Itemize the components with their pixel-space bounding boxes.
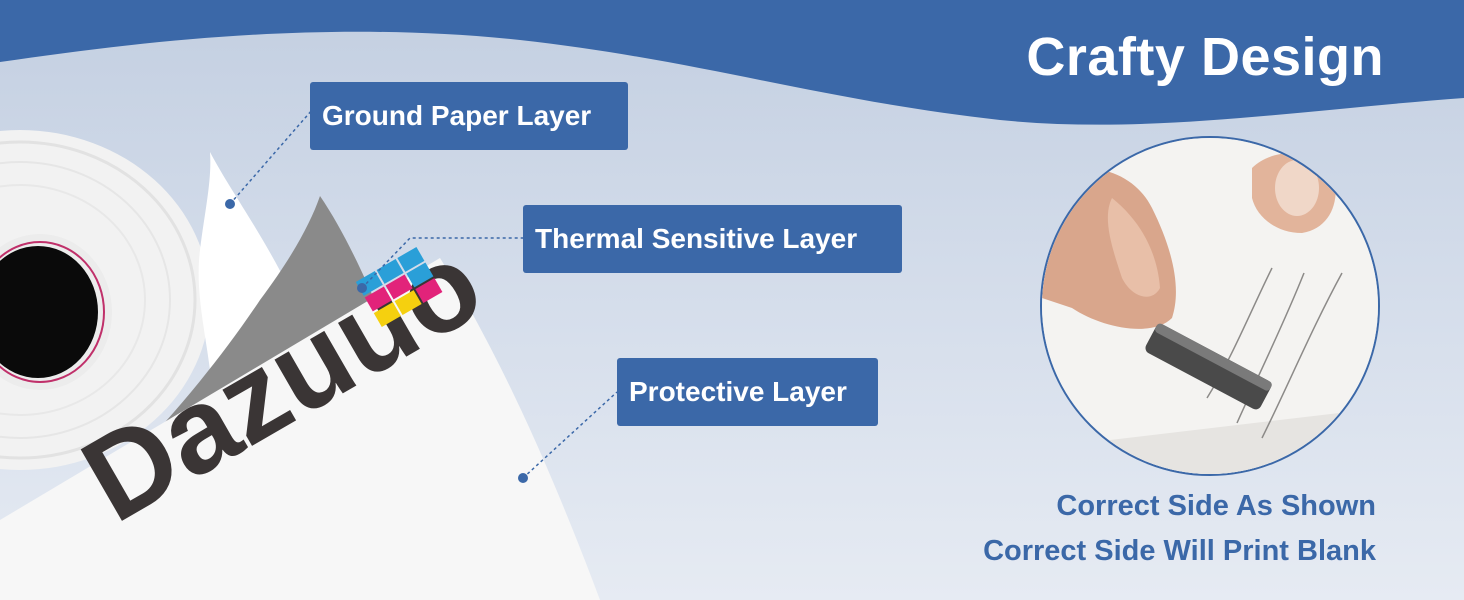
protective-layer-sheet [0,258,600,600]
paper-roll [0,130,210,470]
thermal-layer-sheet [120,196,400,470]
ground-paper-sheet [198,152,290,370]
leader-line-protective [522,391,618,479]
leader-line-thermal [361,237,523,289]
marker-dot-ground [225,199,235,209]
print-blank-caption: Correct Side Will Print Blank [983,535,1376,567]
leader-line-ground [229,109,313,205]
thermal-sensitive-layer-label: Thermal Sensitive Layer [523,205,902,273]
marker-dot-thermal [357,283,367,293]
scratch-test-photo [1040,136,1380,476]
marker-dot-protective [518,473,528,483]
correct-side-caption: Correct Side As Shown [1056,490,1376,522]
protective-layer-label: Protective Layer [617,358,878,426]
leader-lines [229,109,618,479]
scratch-test-illustration [1042,138,1378,474]
ground-paper-layer-label: Ground Paper Layer [310,82,628,150]
page-title: Crafty Design [1026,27,1384,87]
header-wave [0,0,1464,125]
